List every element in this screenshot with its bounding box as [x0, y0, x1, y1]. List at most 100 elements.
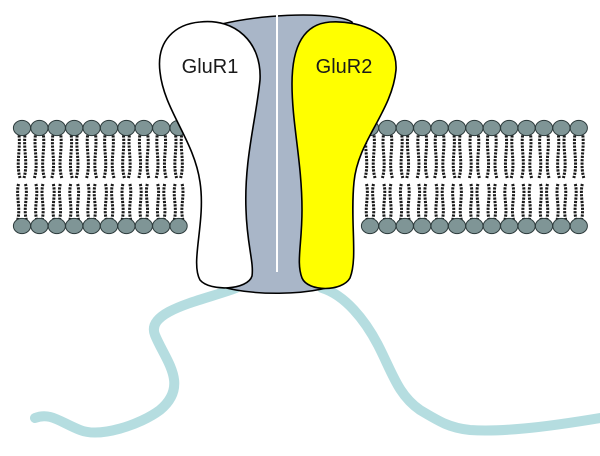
lipid-head [13, 120, 30, 135]
lipid-tail [36, 184, 38, 222]
lipid-tail [130, 184, 132, 222]
lipid-tail [523, 184, 525, 222]
lipid-head [13, 218, 30, 233]
lipid-head [501, 120, 518, 135]
lipid-tail [17, 184, 19, 222]
lipid-tail [530, 132, 532, 178]
lipid-head [570, 120, 587, 135]
lipid-tail [488, 184, 490, 222]
lipid-head [483, 218, 500, 233]
lipid-tail [156, 132, 158, 178]
lipid-tail [182, 184, 184, 222]
lipid-tail [77, 184, 79, 222]
lipid-tail [582, 132, 584, 178]
glur1-c-terminal-tail [35, 288, 236, 432]
lipid-tail [505, 132, 507, 178]
lipid-tail [494, 184, 496, 222]
lipid-head [100, 218, 117, 233]
lipid-head [553, 218, 570, 233]
lipid-tail [511, 132, 513, 178]
lipid-tail [95, 132, 97, 178]
lipid-tail [556, 184, 558, 222]
lipid-tail [391, 132, 393, 178]
lipid-tail [478, 132, 480, 178]
lipid-tail [460, 184, 462, 222]
lipid-head [448, 218, 465, 233]
lipid-head [48, 218, 65, 233]
lipid-tail [41, 184, 43, 222]
lipid-tail [407, 132, 409, 178]
lipid-head [396, 120, 413, 135]
lipid-tail [382, 132, 384, 178]
lipid-tail [471, 184, 473, 222]
lipid-head [483, 120, 500, 135]
lipid-tail [105, 184, 107, 222]
lipid-tail [575, 184, 577, 222]
lipid-tail [140, 184, 142, 222]
glur2-label: GluR2 [316, 56, 373, 78]
lipid-head [31, 120, 48, 135]
lipid-tail [418, 184, 420, 222]
glur2-c-terminal-tail [322, 288, 600, 431]
lipid-tail [139, 132, 141, 178]
c-terminal-tails [35, 288, 600, 432]
lipid-tail [121, 184, 123, 222]
lipid-head [466, 218, 483, 233]
lipid-tail [34, 132, 36, 178]
lipid-tail [43, 132, 45, 178]
lipid-tail [442, 184, 444, 222]
lipid-head [396, 218, 413, 233]
lipid-head [361, 218, 378, 233]
lipid-tail [59, 184, 61, 222]
lipid-tail [174, 184, 176, 222]
lipid-tail [443, 132, 445, 178]
lipid-head [153, 218, 170, 233]
lipid-head [170, 218, 187, 233]
lipid-tail [87, 132, 89, 178]
lipid-tail [111, 184, 113, 222]
lipid-tail [400, 184, 402, 222]
lipid-head [518, 120, 535, 135]
lipid-tail [565, 184, 567, 222]
lipid-head [431, 218, 448, 233]
lipid-tail [94, 184, 96, 222]
lipid-tail [164, 132, 166, 178]
lipid-tail [453, 132, 455, 178]
lipid-tail [469, 132, 471, 178]
lipid-tail [146, 184, 148, 222]
lipid-tail [512, 184, 514, 222]
lipid-tail [88, 184, 90, 222]
lipid-head [431, 120, 448, 135]
lipid-head [535, 120, 552, 135]
lipid-tail [435, 132, 437, 178]
lipid-head [118, 120, 135, 135]
lipid-tail [373, 132, 375, 178]
lipid-tail [175, 132, 177, 178]
lipid-head [100, 120, 117, 135]
lipid-tail [529, 184, 531, 222]
lipid-tail [581, 184, 583, 222]
receptor-channel: GluR1 GluR2 [159, 4, 396, 293]
lipid-head [83, 120, 100, 135]
lipid-head [118, 218, 135, 233]
lipid-tail [401, 132, 403, 178]
lipid-tail [60, 132, 62, 178]
lipid-tail [366, 184, 368, 222]
lipid-tail [436, 184, 438, 222]
lipid-tail [128, 132, 130, 178]
lipid-head [535, 218, 552, 233]
lipid-tail [417, 132, 419, 178]
lipid-tail [157, 184, 159, 222]
lipid-tail [408, 184, 410, 222]
lipid-head [379, 218, 396, 233]
lipid-tail [476, 184, 478, 222]
lipid-tail [18, 132, 20, 178]
lipid-tail [558, 132, 560, 178]
lipid-tail [372, 184, 374, 222]
lipid-tail [425, 132, 427, 178]
lipid-tail [112, 132, 114, 178]
lipid-head [570, 218, 587, 233]
lipid-head [66, 218, 83, 233]
lipid-tail [504, 184, 506, 222]
